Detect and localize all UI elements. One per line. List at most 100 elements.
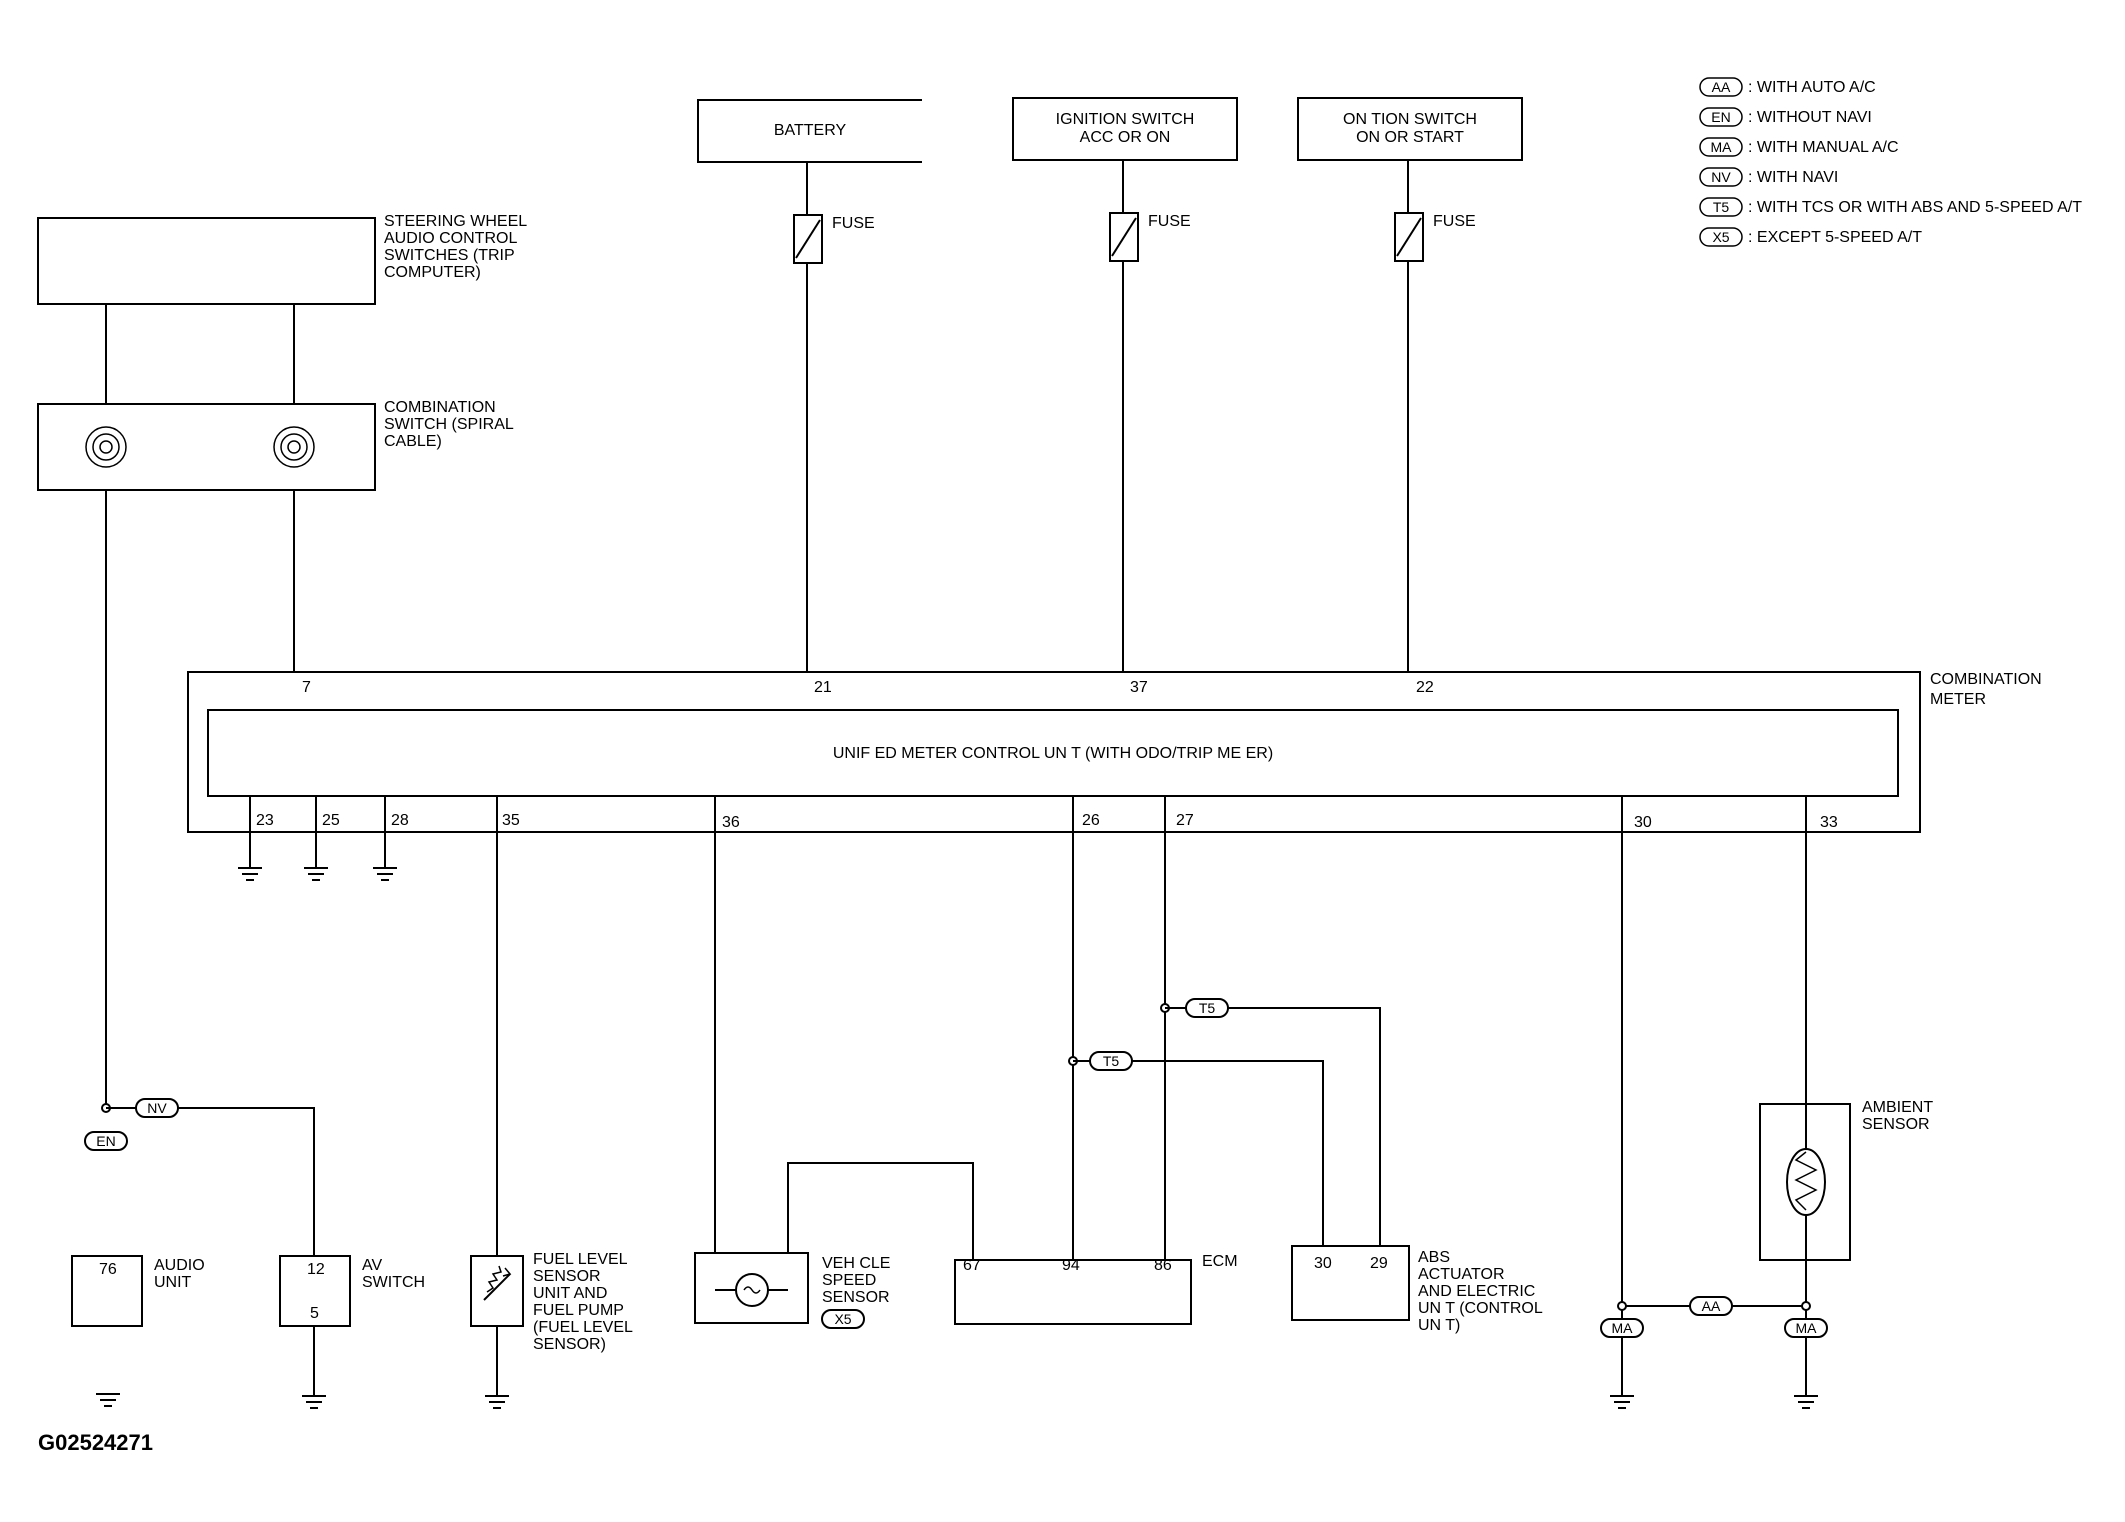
legend-item: NV : WITH NAVI — [1699, 167, 1838, 187]
pin-28: 28 — [391, 812, 409, 829]
pin-25: 25 — [322, 812, 340, 829]
ecm-pin-94: 94 — [1062, 1257, 1080, 1274]
pin-33: 33 — [1820, 814, 1838, 831]
abs-label-5: UN T) — [1418, 1317, 1460, 1334]
pin-35: 35 — [502, 812, 520, 829]
svg-text:NV: NV — [147, 1100, 167, 1116]
legend-text: : WITH TCS OR WITH ABS AND 5-SPEED A/T — [1748, 199, 2082, 216]
steering-label-2: AUDIO CONTROL — [384, 230, 517, 247]
abs-pin-29: 29 — [1370, 1255, 1388, 1272]
av-label-2: SWITCH — [362, 1274, 425, 1291]
figure-code: G02524271 — [38, 1430, 153, 1455]
fuel-label-3: UNIT AND — [533, 1285, 607, 1302]
pin-22: 22 — [1416, 679, 1434, 696]
legend-text: : WITH NAVI — [1748, 169, 1838, 186]
fuse-battery: FUSE — [793, 214, 875, 264]
vss-label-2: SPEED — [822, 1272, 876, 1289]
fuel-level-sensor: FUEL LEVEL SENSOR UNIT AND FUEL PUMP (FU… — [470, 1251, 633, 1353]
legend-item: MA : WITH MANUAL A/C — [1699, 137, 1899, 157]
tag-aa: AA — [1689, 1296, 1733, 1316]
audio-pin-76: 76 — [99, 1261, 117, 1278]
ecm-pin-67: 67 — [963, 1257, 981, 1274]
pin-21: 21 — [814, 679, 832, 696]
combination-meter: UNIF ED METER CONTROL UN T (WITH ODO/TRI… — [187, 671, 2042, 833]
ign-acc-label-2: ACC OR ON — [1080, 129, 1171, 146]
av-label-1: AV — [362, 1257, 382, 1274]
abs-label-2: ACTUATOR — [1418, 1266, 1505, 1283]
steering-label-3: SWITCHES (TRIP — [384, 247, 515, 264]
tag-ma: MA — [1600, 1318, 1644, 1338]
ignition-switch-acc: IGNITION SWITCH ACC OR ON — [1012, 97, 1238, 161]
av-switch: 12 5 AV SWITCH — [279, 1255, 425, 1327]
vss-label-3: SENSOR — [822, 1289, 890, 1306]
fuel-label-2: SENSOR — [533, 1268, 601, 1285]
meter-label-1: COMBINATION — [1930, 671, 2042, 688]
fuse-label: FUSE — [832, 215, 875, 232]
svg-text:T5: T5 — [1199, 1000, 1216, 1016]
legend-code: T5 — [1713, 199, 1730, 215]
spiral-label-2: SWITCH (SPIRAL — [384, 416, 514, 433]
tag-en: EN — [84, 1131, 128, 1151]
ground-icon — [485, 1395, 509, 1409]
legend-code: MA — [1711, 139, 1733, 155]
ground-icon — [304, 796, 328, 881]
ground-icon — [373, 796, 397, 881]
ign-on-label-2: ON OR START — [1356, 129, 1464, 146]
legend-code: EN — [1711, 109, 1730, 125]
audio-label-1: AUDIO — [154, 1257, 205, 1274]
tag-t5: T5 — [1185, 998, 1229, 1018]
legend-text: : WITH MANUAL A/C — [1748, 139, 1899, 156]
ground-icon — [96, 1393, 120, 1407]
ign-acc-label-1: IGNITION SWITCH — [1056, 111, 1195, 128]
fuel-label-4: FUEL PUMP — [533, 1302, 624, 1319]
spiral-label-3: CABLE) — [384, 433, 442, 450]
legend-text: : EXCEPT 5-SPEED A/T — [1748, 229, 1922, 246]
ambient-label-1: AMBIENT — [1862, 1099, 1933, 1116]
meter-label-2: METER — [1930, 691, 1986, 708]
pin-26: 26 — [1082, 812, 1100, 829]
fuse-label: FUSE — [1148, 213, 1191, 230]
ground-icon — [238, 796, 262, 881]
ign-on-label-1: ON TION SWITCH — [1343, 111, 1477, 128]
ground-icon — [1794, 1395, 1818, 1409]
legend: AA : WITH AUTO A/C EN : WITHOUT NAVI MA … — [1699, 77, 2082, 247]
ambient-sensor: AMBIENT SENSOR — [1759, 1099, 1933, 1261]
legend-item: EN : WITHOUT NAVI — [1699, 107, 1872, 127]
fuse-ign-acc: FUSE — [1109, 212, 1191, 262]
ecm: 67 94 86 ECM — [954, 1253, 1238, 1325]
tag-t5: T5 — [1089, 1051, 1133, 1071]
tag-ma: MA — [1784, 1318, 1828, 1338]
svg-text:X5: X5 — [834, 1311, 851, 1327]
pin-30: 30 — [1634, 814, 1652, 831]
svg-text:MA: MA — [1796, 1320, 1818, 1336]
fuel-label-6: SENSOR) — [533, 1336, 606, 1353]
combination-switch-spiral-cable: COMBINATION SWITCH (SPIRAL CABLE) — [37, 399, 514, 491]
ecm-pin-86: 86 — [1154, 1257, 1172, 1274]
legend-item: X5 : EXCEPT 5-SPEED A/T — [1699, 227, 1922, 247]
fuel-label-1: FUEL LEVEL — [533, 1251, 628, 1268]
abs-label-3: AND ELECTRIC — [1418, 1283, 1535, 1300]
ground-icon — [302, 1395, 326, 1409]
pin-37: 37 — [1130, 679, 1148, 696]
tag-x5: X5 — [821, 1309, 865, 1329]
fuel-label-5: (FUEL LEVEL — [533, 1319, 633, 1336]
ground-icon — [1610, 1395, 1634, 1409]
pin-36: 36 — [722, 814, 740, 831]
abs-pin-30: 30 — [1314, 1255, 1332, 1272]
audio-unit: 76 AUDIO UNIT — [71, 1255, 205, 1327]
steering-label-1: STEERING WHEEL — [384, 213, 527, 230]
ecm-label: ECM — [1202, 1253, 1238, 1270]
meter-unit-label: UNIF ED METER CONTROL UN T (WITH ODO/TRI… — [833, 745, 1273, 762]
fuse-ign-on: FUSE — [1394, 212, 1476, 262]
svg-text:EN: EN — [96, 1133, 115, 1149]
legend-code: AA — [1712, 79, 1731, 95]
av-pin-5: 5 — [310, 1305, 319, 1322]
legend-code: NV — [1711, 169, 1731, 185]
svg-text:AA: AA — [1702, 1298, 1721, 1314]
ambient-label-2: SENSOR — [1862, 1116, 1930, 1133]
vss-label-1: VEH CLE — [822, 1255, 890, 1272]
battery-label: BATTERY — [774, 122, 847, 139]
vehicle-speed-sensor: VEH CLE SPEED SENSOR — [694, 1252, 890, 1324]
steering-wheel-switches: STEERING WHEEL AUDIO CONTROL SWITCHES (T… — [37, 213, 527, 305]
